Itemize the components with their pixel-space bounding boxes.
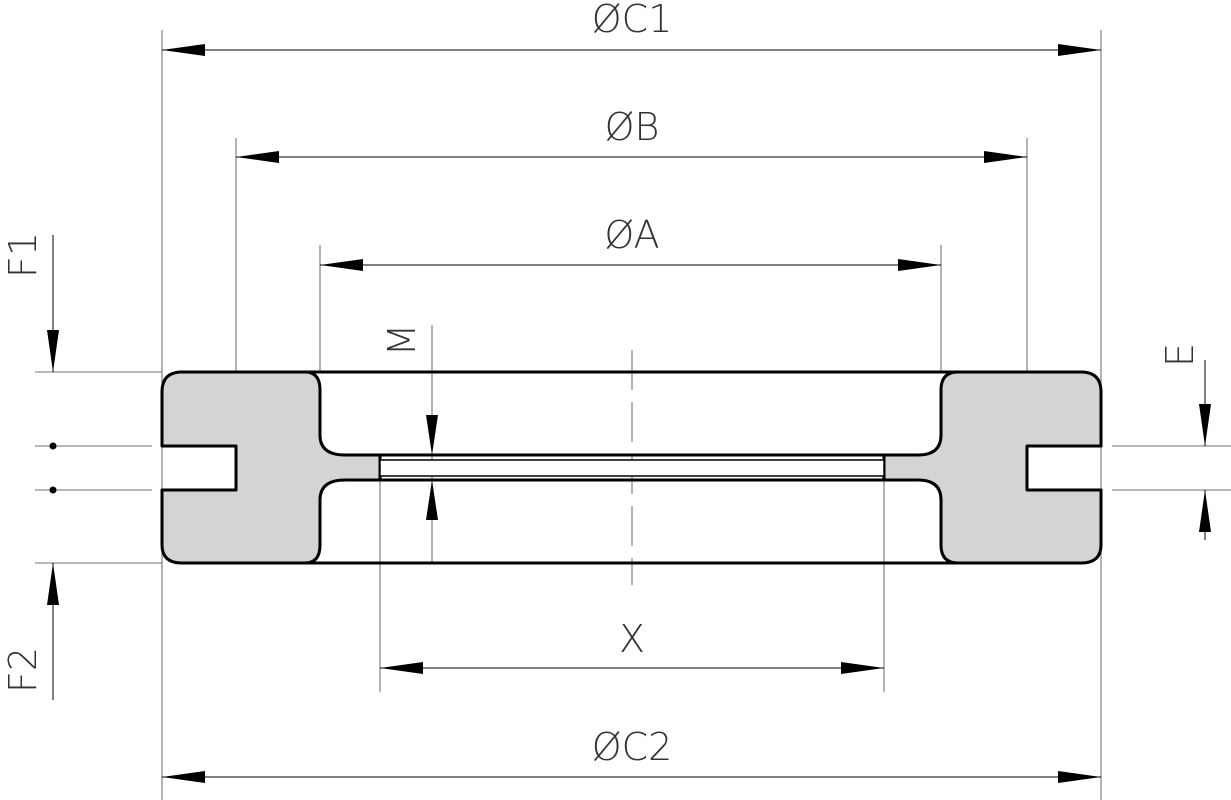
label-m: M bbox=[380, 324, 424, 357]
label-x: X bbox=[619, 617, 645, 661]
label-e: E bbox=[1158, 343, 1202, 367]
label-c1: ØC1 bbox=[592, 0, 673, 41]
label-c2: ØC2 bbox=[592, 725, 673, 769]
label-b: ØB bbox=[605, 105, 660, 149]
label-a: ØA bbox=[604, 213, 659, 257]
grommet-section bbox=[160, 370, 1103, 565]
left-flange bbox=[160, 370, 382, 565]
membrane bbox=[379, 459, 885, 477]
label-f2: F2 bbox=[1, 647, 45, 693]
dimension-lines bbox=[47, 44, 1211, 783]
label-f1: F1 bbox=[1, 232, 45, 278]
right-flange bbox=[882, 370, 1103, 565]
